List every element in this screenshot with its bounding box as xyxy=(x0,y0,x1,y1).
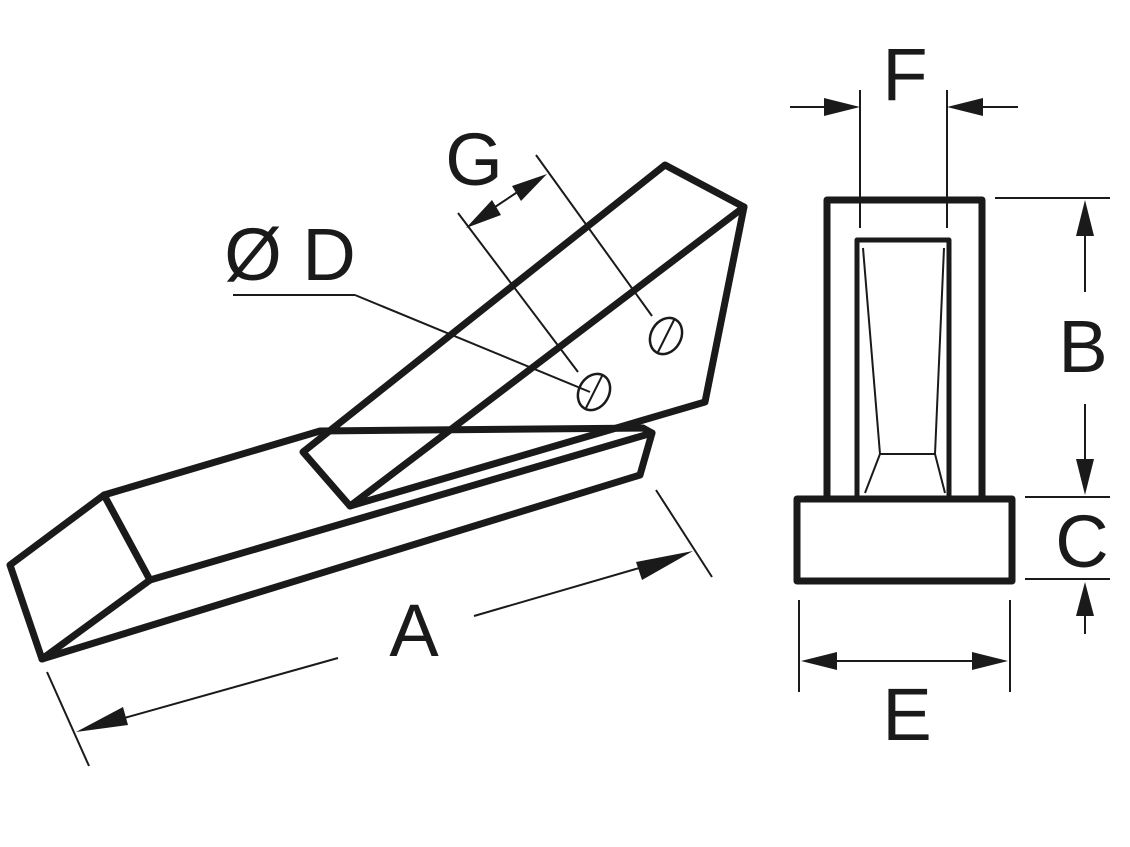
dimension-a-extension-right xyxy=(655,489,713,578)
end-view-slot xyxy=(854,237,952,502)
dimension-f-arrow-left xyxy=(824,98,860,116)
hole-centerline-upper xyxy=(535,154,653,317)
dimension-g-arrow-right xyxy=(512,174,547,201)
mounting-hole-lower xyxy=(576,372,612,412)
dimension-g-arrow-left xyxy=(466,200,501,228)
slot-taper-right xyxy=(933,247,946,494)
diameter-d-label: Ø D xyxy=(224,213,356,296)
dimension-g-label: G xyxy=(445,118,503,201)
dimension-a-arrow-left xyxy=(76,707,128,732)
inclined-jaw-ridge xyxy=(346,203,748,510)
dimension-a-line-left xyxy=(109,657,339,723)
dimension-c-arrow-up xyxy=(1076,582,1094,616)
base-bar-bottom-edge xyxy=(146,429,656,584)
dimension-c-label: C xyxy=(1055,500,1108,583)
dimension-b-label: B xyxy=(1058,305,1107,388)
end-view-base xyxy=(793,495,1016,585)
dimension-a-arrow-right xyxy=(636,551,693,580)
dimension-b-arrow-top xyxy=(1076,200,1094,236)
diameter-d-leader xyxy=(354,294,591,393)
dimension-b-arrow-bottom xyxy=(1076,459,1094,495)
slot-taper-left xyxy=(862,247,882,494)
dimension-e-arrow-left xyxy=(801,652,837,670)
dimension-f-label: F xyxy=(882,33,927,116)
base-bar-outline xyxy=(6,424,656,663)
isometric-view: G Ø D A xyxy=(6,118,748,767)
dimension-e-arrow-right xyxy=(972,652,1008,670)
inclined-jaw-outline xyxy=(299,161,748,510)
end-view: F B C E xyxy=(790,33,1110,756)
mounting-hole-upper xyxy=(648,316,684,356)
dimension-a-label: A xyxy=(389,589,439,672)
dimension-f-arrow-right xyxy=(947,98,983,116)
base-bar-bevel-edge xyxy=(38,576,154,663)
dimension-a-line-right xyxy=(473,561,661,617)
base-bar-end-edge xyxy=(100,491,154,584)
dimension-e-label: E xyxy=(882,673,931,756)
hole-centerline-lower xyxy=(457,212,579,373)
dimension-a-extension-left xyxy=(46,671,90,767)
